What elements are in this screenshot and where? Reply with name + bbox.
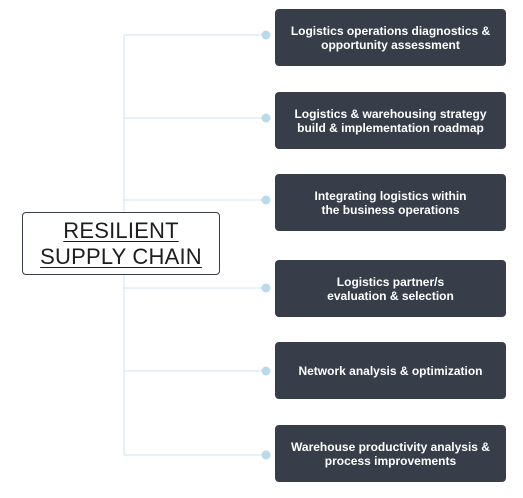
central-topic-line-1: RESILIENT [63,217,179,243]
branch-box-network-analysis: Network analysis & optimization [275,342,506,399]
branch-box-partner-selection: Logistics partner/s evaluation & selecti… [275,260,506,317]
branch-node-dot-1 [261,30,271,40]
branch-label: Logistics partner/s evaluation & selecti… [327,274,454,303]
branch-node-dot-3 [261,195,271,205]
branch-node-dot-5 [261,366,271,376]
branch-box-integration: Integrating logistics within the busines… [275,174,506,231]
branch-box-warehouse-productivity: Warehouse productivity analysis & proces… [275,425,506,482]
branch-label: Warehouse productivity analysis & proces… [291,439,490,468]
branch-label: Logistics operations diagnostics & oppor… [290,23,491,52]
branch-node-dot-6 [261,450,271,460]
branch-box-diagnostics: Logistics operations diagnostics & oppor… [275,9,506,66]
central-topic-line-2: SUPPLY CHAIN [40,243,202,269]
branch-label: Network analysis & optimization [298,363,483,378]
branch-node-dot-2 [261,113,271,123]
branch-label: Integrating logistics within the busines… [314,188,467,217]
central-topic-box: RESILIENT SUPPLY CHAIN [22,212,220,275]
branch-node-dot-4 [261,283,271,293]
branch-label: Logistics & warehousing strategy build &… [294,106,487,135]
branch-box-strategy: Logistics & warehousing strategy build &… [275,92,506,149]
